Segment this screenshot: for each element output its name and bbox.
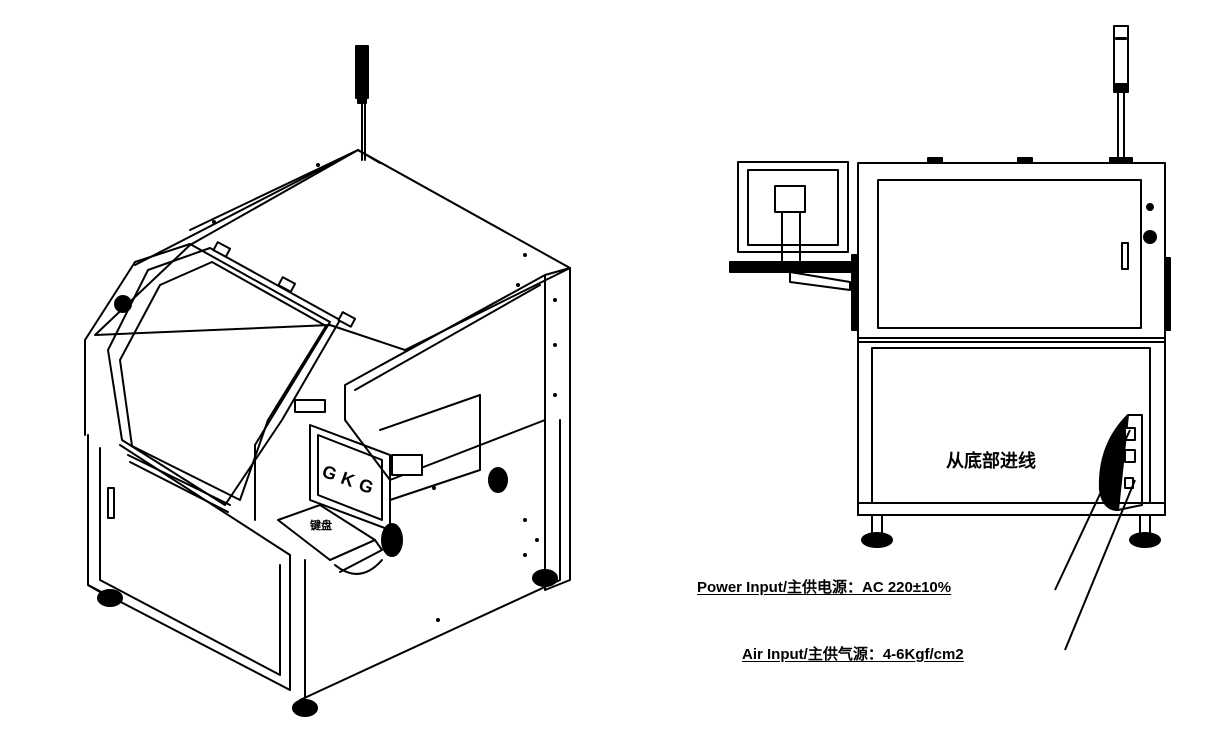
signal-tower-right — [1109, 25, 1133, 164]
power-input-callout: Power Input/主供电源：AC 220±10% — [697, 579, 952, 596]
hood-window — [107, 247, 341, 506]
cable-entry-label: 从底部进线 — [946, 451, 1036, 471]
monitor-right — [737, 161, 849, 253]
keyboard-label: 键盘 — [310, 520, 332, 532]
air-leader-line — [1064, 479, 1136, 651]
signal-tower-left — [355, 45, 369, 161]
lower-cabinet — [87, 434, 291, 691]
air-input-callout: Air Input/主供气源：4-6Kgf/cm2 — [742, 646, 964, 663]
power-leader-line — [1054, 429, 1131, 591]
